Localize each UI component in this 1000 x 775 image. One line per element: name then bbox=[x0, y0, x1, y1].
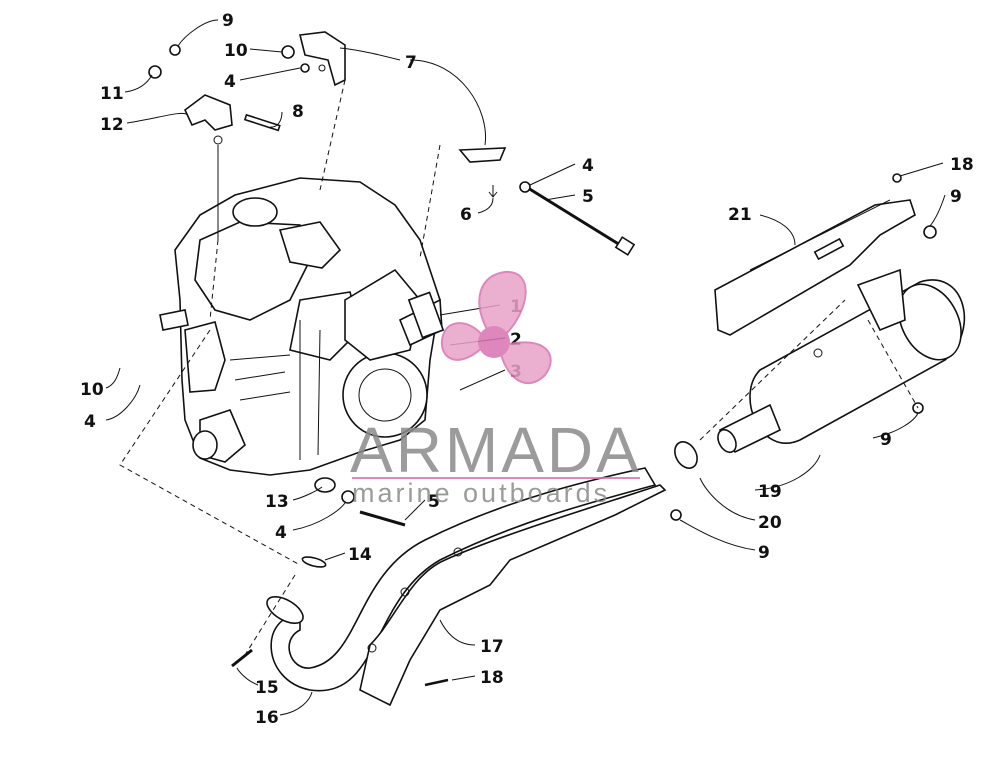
callout-5: 5 bbox=[428, 492, 440, 512]
callout-9: 9 bbox=[758, 543, 770, 563]
callout-numbers: 9 10 4 7 11 12 8 4 5 6 18 9 21 1 2 3 10 … bbox=[80, 11, 974, 728]
heat-shield-21 bbox=[714, 173, 937, 336]
callout-5: 5 bbox=[582, 187, 594, 207]
callout-2: 2 bbox=[510, 330, 522, 350]
heat-shield-17 bbox=[359, 484, 667, 707]
engine-assembly bbox=[159, 177, 445, 476]
callout-15: 15 bbox=[255, 678, 279, 698]
gasket-20 bbox=[670, 441, 698, 521]
callout-17: 17 bbox=[480, 637, 504, 657]
callout-18: 18 bbox=[950, 155, 974, 175]
callout-9: 9 bbox=[880, 430, 892, 450]
leader-lines bbox=[105, 19, 946, 716]
callout-4: 4 bbox=[582, 156, 594, 176]
callout-11: 11 bbox=[100, 84, 124, 104]
exhaust-pipe-16 bbox=[266, 467, 657, 692]
watermark-tagline: marine outboards bbox=[352, 478, 610, 508]
callout-10: 10 bbox=[80, 380, 104, 400]
assembly-lines bbox=[119, 79, 919, 656]
callout-7: 7 bbox=[405, 53, 417, 73]
callout-9: 9 bbox=[222, 11, 234, 31]
engine-bracket-7 bbox=[299, 31, 346, 87]
bolt-5-upper bbox=[519, 181, 636, 256]
hardware-top bbox=[148, 44, 310, 132]
callout-10: 10 bbox=[224, 41, 248, 61]
callout-13: 13 bbox=[265, 492, 289, 512]
armada-watermark: ARMADA marine outboards bbox=[350, 270, 642, 508]
watermark-brand: ARMADA bbox=[350, 414, 642, 486]
gasket-14 bbox=[301, 556, 327, 568]
muffler-19 bbox=[717, 268, 966, 454]
propeller-logo-icon bbox=[440, 270, 552, 385]
callout-8: 8 bbox=[292, 102, 304, 122]
springs-and-bolts bbox=[231, 477, 406, 668]
callout-21: 21 bbox=[728, 205, 752, 225]
callout-16: 16 bbox=[255, 708, 279, 728]
callout-4: 4 bbox=[275, 523, 287, 543]
clip-6 bbox=[458, 147, 507, 198]
callout-9: 9 bbox=[950, 187, 962, 207]
bracket-12 bbox=[184, 94, 233, 240]
callout-12: 12 bbox=[100, 115, 124, 135]
callout-18: 18 bbox=[480, 668, 504, 688]
callout-19: 19 bbox=[758, 482, 782, 502]
callout-4: 4 bbox=[84, 412, 96, 432]
callout-20: 20 bbox=[758, 513, 782, 533]
callout-14: 14 bbox=[348, 545, 372, 565]
callout-4: 4 bbox=[224, 72, 236, 92]
callout-6: 6 bbox=[460, 205, 472, 225]
